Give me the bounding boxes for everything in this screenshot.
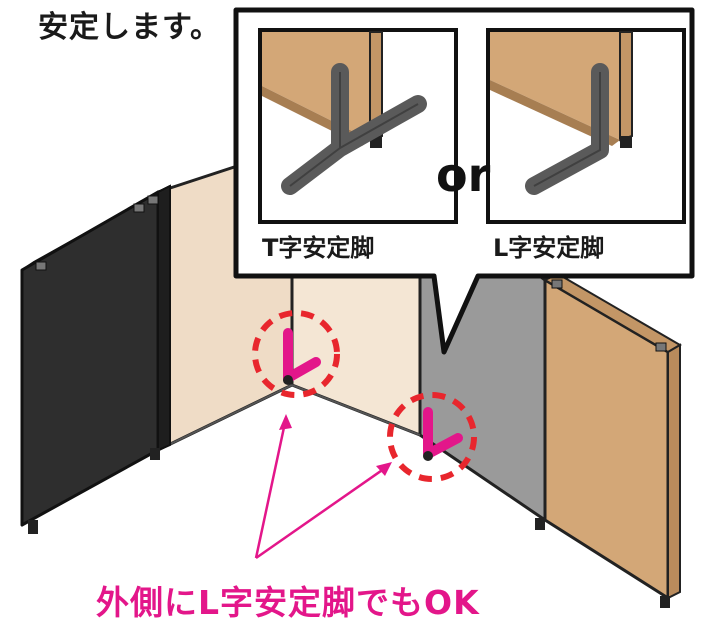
- t-foot-icon: [281, 63, 427, 195]
- arrow-icon: [255, 464, 389, 560]
- dashed-circle-icon: [252, 310, 340, 398]
- panel-clip: [133, 203, 145, 213]
- t-foot-label: T字安定脚: [262, 234, 375, 262]
- heading-text: 安定します。: [38, 10, 221, 45]
- tan-panel: [535, 272, 682, 608]
- magenta-l-foot-left: [252, 310, 340, 398]
- panel-clip: [147, 195, 159, 205]
- panel-clip: [655, 342, 667, 352]
- or-connector: or: [436, 148, 491, 202]
- arrow-icon: [254, 417, 288, 559]
- magenta-l-foot-right: [387, 392, 477, 482]
- caption-text: 外側にL字安定脚でもOK: [96, 583, 480, 622]
- panel-clip: [551, 279, 563, 289]
- l-foot-icon: [525, 63, 609, 195]
- dashed-circle-icon: [387, 392, 477, 482]
- inset-t-foot: [258, 28, 458, 224]
- black-panel: [20, 184, 171, 534]
- l-foot-label: L字安定脚: [493, 234, 605, 262]
- pointer-arrows: [254, 414, 392, 560]
- panel-clip: [35, 261, 47, 271]
- inset-l-foot: [486, 28, 686, 224]
